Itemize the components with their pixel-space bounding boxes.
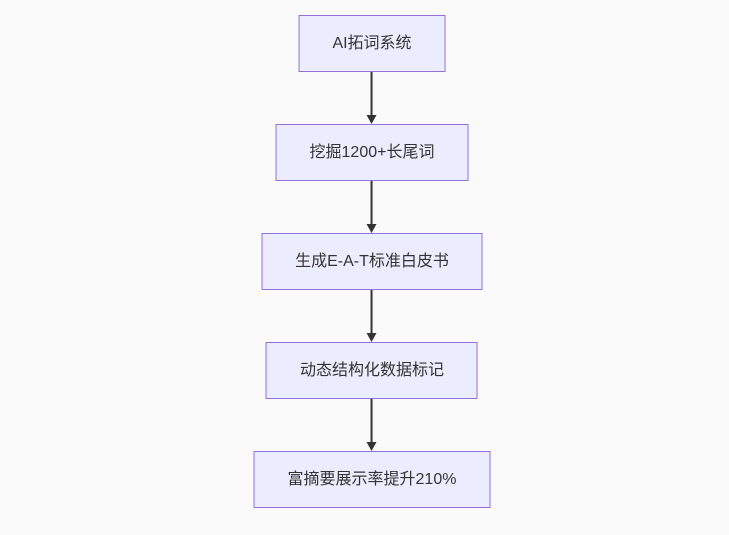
flowchart: AI拓词系统 挖掘1200+长尾词 生成E-A-T标准白皮书 动态结构化数据标记… <box>253 15 491 508</box>
flow-node-ai-keyword-system: AI拓词系统 <box>298 15 446 72</box>
flow-node-structured-data-markup: 动态结构化数据标记 <box>265 342 478 399</box>
arrow-down-icon <box>367 333 377 342</box>
arrow-connector <box>367 290 377 342</box>
arrow-line <box>371 181 373 224</box>
arrow-down-icon <box>367 224 377 233</box>
flow-node-eat-whitepaper: 生成E-A-T标准白皮书 <box>261 233 483 290</box>
arrow-connector <box>367 72 377 124</box>
arrow-connector <box>367 181 377 233</box>
arrow-line <box>371 290 373 333</box>
arrow-down-icon <box>367 442 377 451</box>
flow-node-longtail-mining: 挖掘1200+长尾词 <box>275 124 469 181</box>
arrow-connector <box>367 399 377 451</box>
arrow-line <box>371 72 373 115</box>
flow-node-rich-snippet-result: 富摘要展示率提升210% <box>253 451 491 508</box>
arrow-line <box>371 399 373 442</box>
arrow-down-icon <box>367 115 377 124</box>
